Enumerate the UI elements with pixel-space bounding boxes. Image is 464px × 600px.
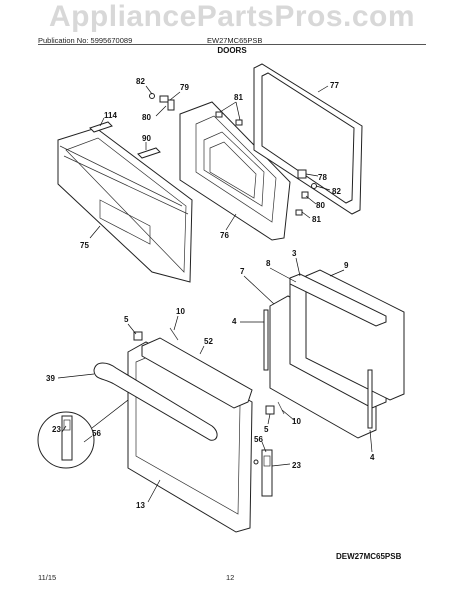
callout-23b: 23 bbox=[292, 461, 301, 470]
callout-79: 79 bbox=[180, 83, 189, 92]
door-trim-strip bbox=[89, 121, 113, 133]
hinge-detail-left bbox=[37, 399, 129, 469]
leader-lines bbox=[57, 85, 373, 503]
outer-door-panel bbox=[57, 127, 193, 283]
section-title: DOORS bbox=[217, 46, 247, 55]
callout-10a: 10 bbox=[176, 307, 185, 316]
callout-80a: 80 bbox=[142, 113, 151, 122]
watermark: AppliancePartsPros.com bbox=[48, 0, 416, 33]
footer-page-number: 12 bbox=[226, 573, 235, 582]
hinge-right-assembly bbox=[253, 449, 273, 497]
callout-9: 9 bbox=[344, 261, 349, 270]
model-number: EW27MC65PSB bbox=[207, 36, 263, 45]
glass-support-4 bbox=[263, 309, 373, 429]
door-trim-strip-2 bbox=[137, 147, 161, 159]
callout-13: 13 bbox=[136, 501, 145, 510]
callout-75: 75 bbox=[80, 241, 89, 250]
callout-80b: 80 bbox=[316, 201, 325, 210]
door-assembly bbox=[127, 337, 253, 533]
callout-81b: 81 bbox=[312, 215, 321, 224]
diagram-model-tag: DEW27MC65PSB bbox=[336, 552, 402, 561]
callout-56a: 56 bbox=[92, 429, 101, 438]
hinge-right-bottom bbox=[265, 401, 285, 415]
callout-77: 77 bbox=[330, 81, 339, 90]
glass-retainer-3 bbox=[289, 273, 387, 327]
callout-78: 78 bbox=[318, 173, 327, 182]
header-rule bbox=[38, 44, 426, 45]
callout-5b: 5 bbox=[264, 425, 269, 434]
callout-81a: 81 bbox=[234, 93, 243, 102]
inner-door-liner bbox=[179, 101, 291, 241]
callout-39: 39 bbox=[46, 374, 55, 383]
callout-114: 114 bbox=[104, 111, 117, 120]
callout-4a: 4 bbox=[232, 317, 237, 326]
hinge-bracket-right bbox=[295, 169, 317, 216]
door-frame-gasket bbox=[253, 63, 363, 215]
callout-82a: 82 bbox=[136, 77, 145, 86]
callout-56b: 56 bbox=[254, 435, 263, 444]
callout-4b: 4 bbox=[370, 453, 375, 462]
callout-3: 3 bbox=[292, 249, 297, 258]
callout-5a: 5 bbox=[124, 315, 129, 324]
screws-top bbox=[215, 111, 243, 126]
callout-82b: 82 bbox=[332, 187, 341, 196]
door-handle bbox=[93, 362, 218, 441]
callout-90: 90 bbox=[142, 134, 151, 143]
publication-number: Publication No: 5995670089 bbox=[38, 36, 133, 45]
callout-23a: 23 bbox=[52, 425, 61, 434]
callout-52: 52 bbox=[204, 337, 213, 346]
callout-76: 76 bbox=[220, 231, 229, 240]
callout-10b: 10 bbox=[292, 417, 301, 426]
footer-date: 11/15 bbox=[38, 573, 57, 582]
callout-8: 8 bbox=[266, 259, 271, 268]
callout-7: 7 bbox=[240, 267, 245, 276]
hinge-bracket-top bbox=[149, 93, 175, 111]
hinge-left-bottom bbox=[133, 327, 179, 341]
